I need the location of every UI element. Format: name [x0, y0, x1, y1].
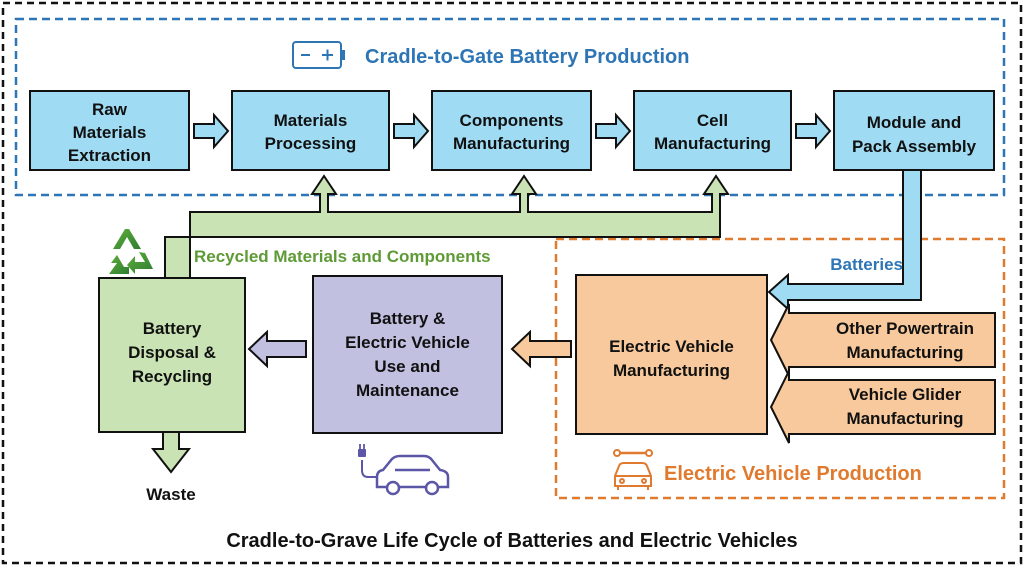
- step-label-line: Components: [460, 111, 564, 130]
- flow-arrow: [595, 112, 632, 150]
- box-label-line: Use and: [374, 357, 440, 376]
- box-label-line: Manufacturing: [846, 409, 963, 428]
- waste-label: Waste: [146, 485, 195, 504]
- box-label-line: Vehicle Glider: [849, 385, 962, 404]
- box-label-line: Other Powertrain: [836, 319, 974, 338]
- flow-arrow: [795, 112, 832, 150]
- ev-to-use-arrow: [510, 329, 572, 369]
- flow-arrow: [193, 112, 230, 150]
- step-label-line: Cell: [697, 111, 728, 130]
- step-label-line: Module and: [867, 113, 961, 132]
- waste-arrow: [150, 431, 192, 474]
- production-step-cell-manufacturing: Cell Manufacturing: [633, 90, 792, 171]
- step-label-line: Materials: [73, 123, 147, 142]
- box-label-line: Battery: [143, 319, 202, 338]
- footer-title: Cradle-to-Grave Life Cycle of Batteries …: [226, 530, 797, 552]
- box-label-line: Battery &: [370, 309, 446, 328]
- car-wrench-icon: [613, 449, 653, 490]
- box-label-line: Recycling: [132, 367, 212, 386]
- step-label-line: Materials: [274, 111, 348, 130]
- electric-car-icon: [358, 444, 450, 496]
- battery-icon: [292, 41, 345, 69]
- step-label-line: Pack Assembly: [852, 137, 977, 156]
- production-step-materials-processing: Materials Processing: [231, 90, 390, 171]
- recycled-materials-label: Recycled Materials and Components: [194, 247, 491, 266]
- step-label-line: Processing: [265, 134, 357, 153]
- ev-production-region: [554, 237, 1006, 500]
- battery-ev-use-maintenance-box: Battery & Electric Vehicle Use and Maint…: [312, 275, 503, 434]
- box-label-line: Maintenance: [356, 381, 459, 400]
- step-label-line: Extraction: [68, 146, 151, 165]
- box-label-line: Manufacturing: [613, 361, 730, 380]
- box-label-line: Manufacturing: [846, 343, 963, 362]
- battery-production-region: [14, 17, 1006, 197]
- ev-production-title: Electric Vehicle Production: [664, 463, 922, 485]
- use-to-recycling-arrow: [247, 329, 307, 369]
- step-label-line: Manufacturing: [654, 134, 771, 153]
- box-label-line: Electric Vehicle: [609, 337, 734, 356]
- recycled-materials-arrow: [164, 174, 730, 279]
- batteries-arrow: [767, 169, 922, 312]
- production-step-module-and-pack-assembly: Module and Pack Assembly: [833, 90, 995, 171]
- step-label-line: Raw: [92, 100, 128, 119]
- vehicle-glider-manufacturing-box: Vehicle Glider Manufacturing: [769, 370, 996, 444]
- battery-disposal-recycling-box: Battery Disposal & Recycling: [98, 277, 246, 433]
- production-step-raw-materials-extraction: Raw Materials Extraction: [29, 90, 190, 171]
- batteries-label: Batteries: [830, 255, 903, 274]
- ev-manufacturing-box: Electric Vehicle Manufacturing: [575, 274, 768, 435]
- box-label-line: Electric Vehicle: [345, 333, 470, 352]
- production-step-components-manufacturing: Components Manufacturing: [431, 90, 592, 171]
- step-label-line: Manufacturing: [453, 134, 570, 153]
- other-powertrain-manufacturing-box: Other Powertrain Manufacturing: [769, 303, 996, 377]
- flow-arrow: [393, 112, 430, 150]
- production-title: Cradle-to-Gate Battery Production: [365, 46, 689, 68]
- recycle-icon: [109, 229, 153, 274]
- box-label-line: Disposal &: [128, 343, 216, 362]
